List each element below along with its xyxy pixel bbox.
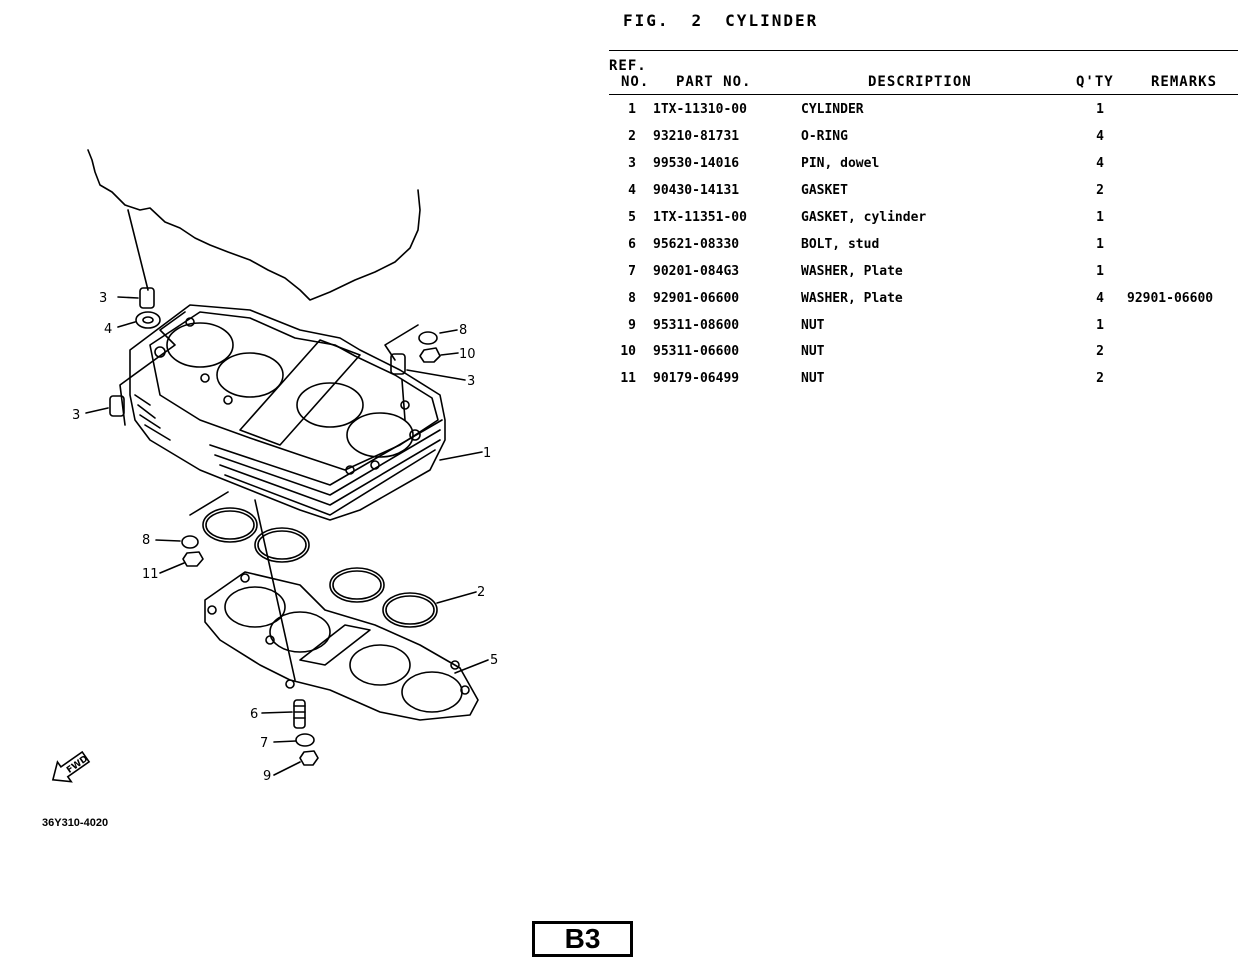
crankcase-outline [87, 149, 421, 301]
callout-8: 8 [459, 323, 467, 338]
stud-bolt [293, 699, 306, 729]
callout-7: 7 [260, 736, 268, 751]
nut [419, 347, 441, 363]
header-qty: Q'TY [1076, 74, 1114, 90]
callout-3: 3 [467, 374, 475, 389]
small-gasket [135, 311, 161, 329]
cylinder-exploded-diagram: 3 4 3 1 2 5 6 7 9 8 11 8 10 3 FWD [51, 149, 498, 784]
callout-3: 3 [99, 291, 107, 306]
dowel-pin [139, 287, 155, 309]
nut [299, 750, 319, 766]
callout-5: 5 [490, 653, 498, 668]
callout-10: 10 [459, 347, 476, 362]
table-header-rule [609, 94, 1238, 95]
callout-2: 2 [477, 585, 485, 600]
callout-3: 3 [72, 408, 80, 423]
o-ring [382, 592, 438, 628]
o-ring [254, 527, 310, 563]
guide-line-left [127, 209, 149, 291]
fig-name: CYLINDER [725, 11, 819, 30]
header-part-no: PART NO. [676, 74, 752, 90]
callout-4: 4 [104, 322, 112, 337]
header-ref-line2: NO. [621, 74, 650, 90]
figure-title: FIG. 2 CYLINDER [623, 11, 840, 30]
dowel-pin [109, 395, 125, 417]
header-description: DESCRIPTION [868, 74, 972, 90]
plate-washer [295, 733, 315, 747]
plate-washer [418, 331, 438, 345]
o-ring [202, 507, 258, 543]
header-ref-line1: REF. [609, 58, 647, 74]
page-label-box: B3 [532, 921, 633, 957]
cylinder-block [129, 304, 446, 521]
page-label: B3 [564, 923, 601, 954]
header-remarks: REMARKS [1151, 74, 1218, 90]
callout-11: 11 [142, 567, 159, 582]
fig-number: 2 [691, 11, 704, 30]
cylinder-gasket [204, 571, 479, 721]
o-ring [329, 567, 385, 603]
callout-9: 9 [263, 769, 271, 784]
callout-1: 1 [483, 446, 491, 461]
fig-label: FIG. [623, 11, 670, 30]
dowel-pin [390, 353, 406, 375]
callout-6: 6 [250, 707, 258, 722]
table-top-rule [609, 50, 1238, 51]
nut [182, 551, 204, 567]
plate-washer [181, 535, 199, 549]
callout-8: 8 [142, 533, 150, 548]
forward-arrow-icon: FWD [51, 750, 91, 783]
diagram-code: 36Y310-4020 [42, 817, 109, 829]
